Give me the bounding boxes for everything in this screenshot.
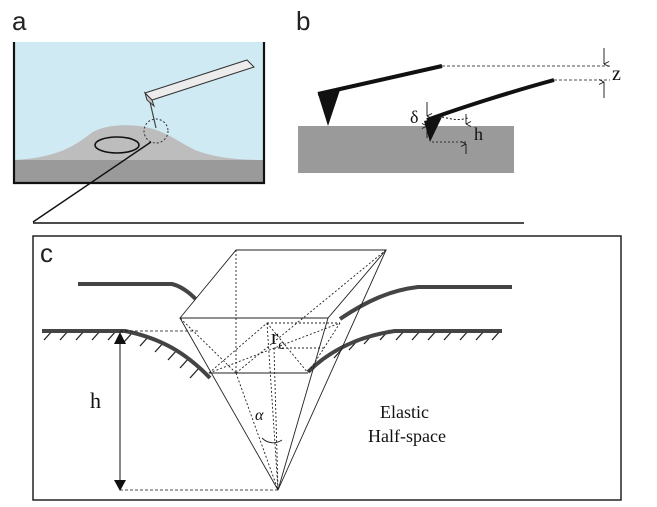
h-label-c: h xyxy=(90,388,101,413)
cantilever-undeflected xyxy=(317,64,443,126)
pyramid-indenter xyxy=(179,249,387,491)
zoom-circle xyxy=(143,118,169,144)
panel-label-a: a xyxy=(12,6,27,36)
h-label-b: h xyxy=(474,124,483,144)
z-dimension xyxy=(442,48,610,98)
cantilever-a xyxy=(143,59,255,129)
panel-c: rc h α Elastic Half-space xyxy=(32,235,622,501)
rc-label: rc xyxy=(271,324,285,353)
h-dimension-b xyxy=(432,114,468,154)
cell-nucleus xyxy=(94,136,140,154)
zoom-connector xyxy=(32,141,152,223)
panel-a xyxy=(12,42,266,223)
panel-b: z δ h xyxy=(298,48,621,173)
panel-label-c: c xyxy=(40,238,53,268)
container-walls xyxy=(12,42,266,185)
alpha-label: α xyxy=(255,407,264,424)
substrate-b xyxy=(298,126,514,173)
sample-surface xyxy=(42,329,502,380)
z-label: z xyxy=(612,63,621,85)
elastic-label-line1: Elastic xyxy=(380,402,429,422)
panel-c-frame xyxy=(32,235,622,501)
h-dimension-c xyxy=(114,330,278,491)
elastic-label-line2: Half-space xyxy=(368,426,446,446)
panel-label-b: b xyxy=(296,6,311,36)
substrate-a xyxy=(14,160,264,182)
delta-label: δ xyxy=(410,107,418,127)
